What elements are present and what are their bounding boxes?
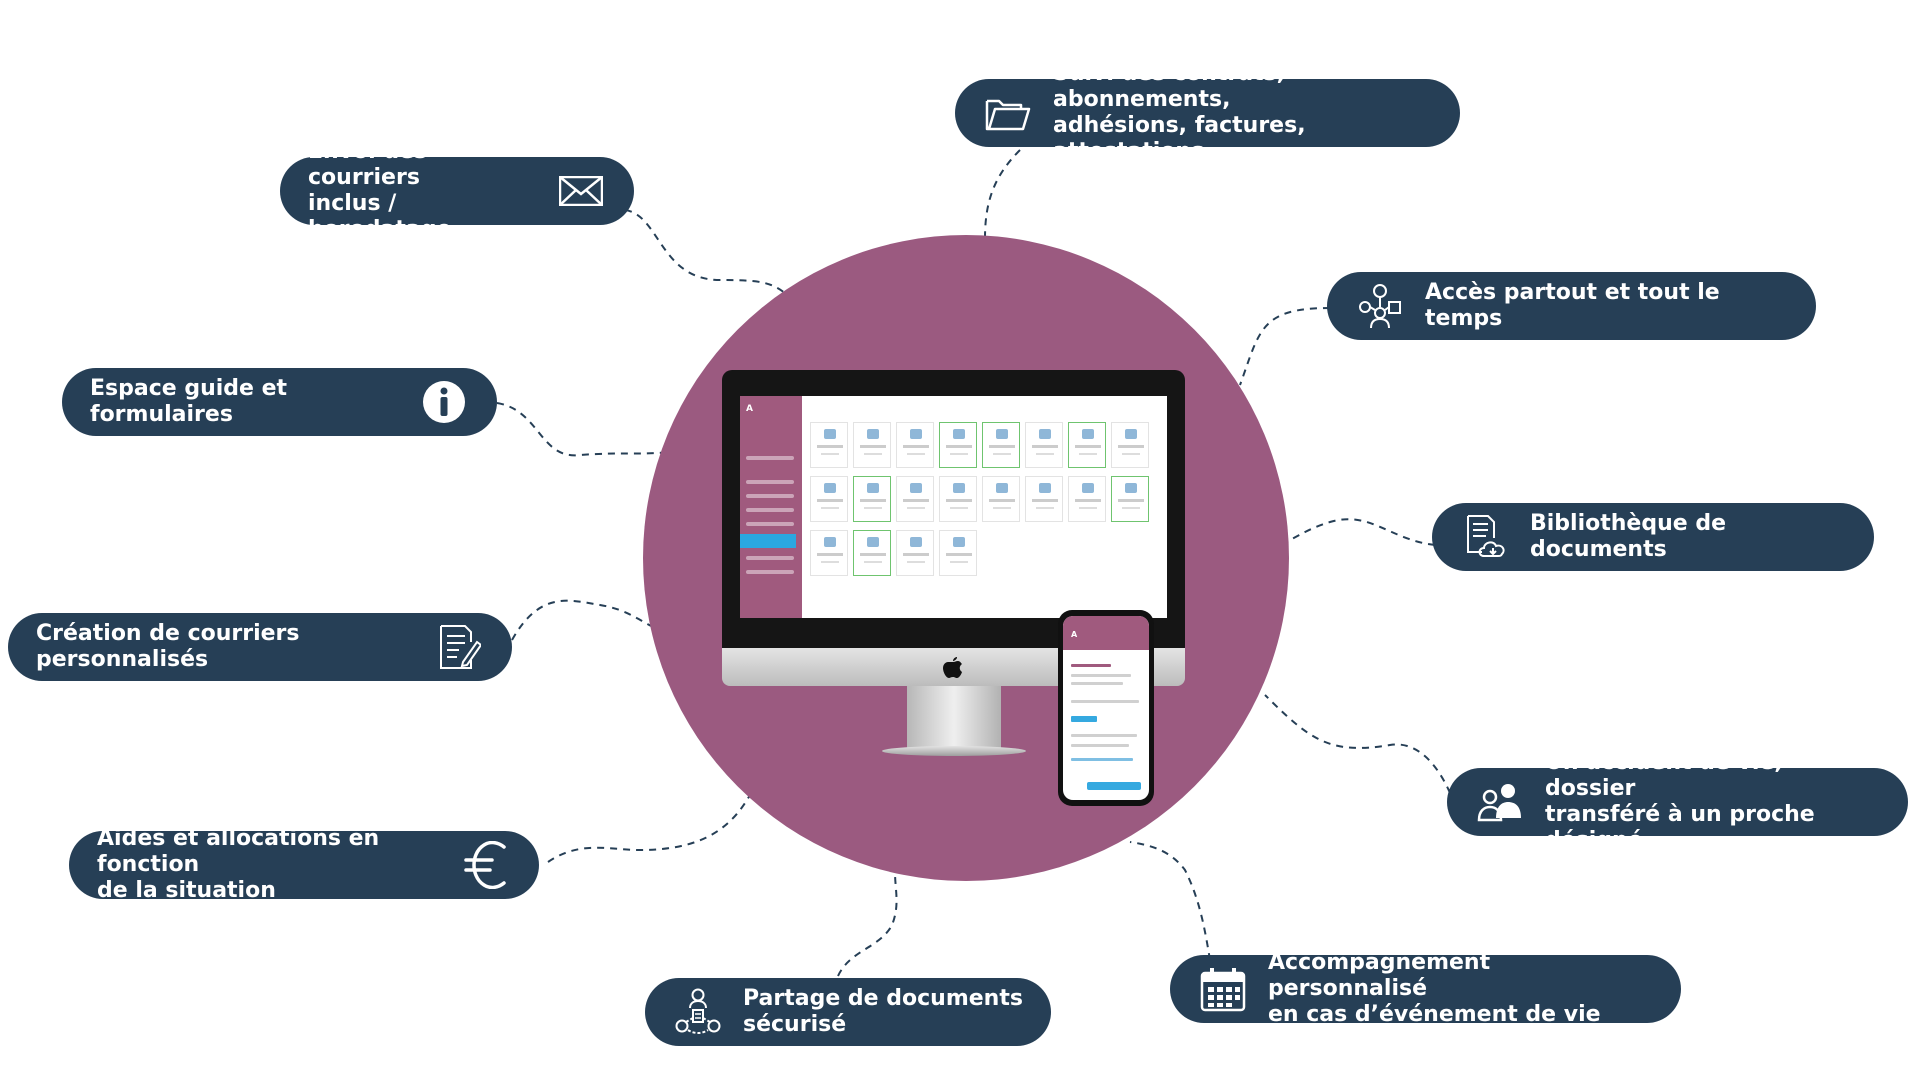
sidebar-item bbox=[746, 508, 794, 512]
sidebar-item bbox=[746, 456, 794, 460]
connector-creation bbox=[511, 599, 661, 641]
euro-icon bbox=[461, 840, 511, 890]
imac-foot bbox=[882, 746, 1026, 756]
category-tile bbox=[896, 422, 934, 468]
feature-accident: Un accident de vie, dossier transféré à … bbox=[1447, 750, 1908, 853]
phone-line bbox=[1071, 682, 1123, 685]
category-tile bbox=[982, 476, 1020, 522]
category-tile bbox=[1111, 422, 1149, 468]
phone-screen: A bbox=[1063, 616, 1149, 800]
connector-bibliotheque bbox=[1289, 518, 1436, 546]
imac-mockup: A bbox=[722, 370, 1185, 756]
connector-accident bbox=[1264, 694, 1451, 794]
feature-envoi: Envoi des courriers inclus / horodatage bbox=[280, 139, 634, 242]
info-icon bbox=[419, 377, 469, 427]
imac-screen: A bbox=[740, 396, 1167, 618]
calendar-icon bbox=[1198, 964, 1248, 1014]
feature-accompagnement: Accompagnement personnalisé en cas d’évé… bbox=[1170, 950, 1681, 1027]
category-tile bbox=[1025, 476, 1063, 522]
sidebar-item bbox=[746, 556, 794, 560]
feature-suivi: Suivi des contrats, abonnements, adhésio… bbox=[955, 61, 1460, 164]
category-tile bbox=[896, 530, 934, 576]
category-tile bbox=[853, 422, 891, 468]
feature-label: Aides et allocations en fonction de la s… bbox=[97, 826, 380, 903]
feature-label: Espace guide et formulaires bbox=[90, 376, 288, 427]
category-tile bbox=[1025, 422, 1063, 468]
feature-aides: Aides et allocations en fonction de la s… bbox=[69, 826, 539, 903]
feature-bibliotheque: Bibliothèque de documents bbox=[1432, 503, 1874, 571]
phone-line bbox=[1071, 758, 1133, 761]
category-tile bbox=[810, 422, 848, 468]
phone-logo: A bbox=[1071, 630, 1078, 639]
apple-logo-icon bbox=[943, 657, 962, 678]
feature-label: Accès partout et tout le temps bbox=[1425, 280, 1720, 331]
sidebar-item bbox=[746, 480, 794, 484]
people-icon bbox=[1475, 777, 1525, 827]
phone-button bbox=[1087, 782, 1141, 790]
phone-line bbox=[1071, 674, 1131, 677]
category-tile bbox=[982, 422, 1020, 468]
category-tile bbox=[896, 476, 934, 522]
feature-label: Suivi des contrats, abonnements, adhésio… bbox=[1053, 61, 1306, 164]
feature-acces: Accès partout et tout le temps bbox=[1327, 272, 1816, 340]
category-tile bbox=[1068, 422, 1106, 468]
category-tile bbox=[1068, 476, 1106, 522]
category-tile bbox=[810, 476, 848, 522]
network-icon bbox=[1355, 281, 1405, 331]
phone-mockup: A bbox=[1058, 610, 1154, 806]
phone-line bbox=[1071, 734, 1137, 737]
imac-bezel: A bbox=[722, 370, 1185, 648]
connector-partage bbox=[837, 871, 898, 977]
feature-espace: Espace guide et formulaires bbox=[62, 368, 497, 436]
envelope-icon bbox=[556, 166, 606, 216]
connector-accompagnement bbox=[1129, 841, 1211, 961]
feature-label: Bibliothèque de documents bbox=[1530, 511, 1727, 562]
connector-acces bbox=[1239, 307, 1331, 386]
imac-stand bbox=[907, 686, 1001, 750]
connector-envoi bbox=[624, 209, 786, 294]
app-logo: A bbox=[746, 404, 753, 414]
feature-label: Un accident de vie, dossier transféré à … bbox=[1545, 750, 1815, 853]
phone-line bbox=[1071, 716, 1097, 722]
feature-label: Création de courriers personnalisés bbox=[36, 621, 300, 672]
sidebar-item bbox=[746, 522, 794, 526]
category-tile bbox=[1111, 476, 1149, 522]
document-edit-icon bbox=[434, 622, 484, 672]
category-tile bbox=[939, 530, 977, 576]
feature-label: Envoi des courriers inclus / horodatage bbox=[308, 139, 452, 242]
feature-partage: Partage de documents sécurisé bbox=[645, 978, 1051, 1046]
sidebar-item bbox=[746, 570, 794, 574]
connector-espace bbox=[496, 402, 671, 457]
category-tile bbox=[939, 476, 977, 522]
phone-line bbox=[1071, 700, 1139, 703]
feature-label: Accompagnement personnalisé en cas d’évé… bbox=[1268, 950, 1601, 1027]
category-tile bbox=[853, 530, 891, 576]
share-network-icon bbox=[673, 987, 723, 1037]
sidebar-item-active bbox=[740, 534, 796, 548]
connector-aides bbox=[547, 794, 751, 863]
sidebar-item bbox=[746, 494, 794, 498]
category-tile bbox=[810, 530, 848, 576]
phone-line bbox=[1071, 744, 1129, 747]
category-tile bbox=[939, 422, 977, 468]
feature-label: Partage de documents sécurisé bbox=[743, 986, 1023, 1037]
connector-suivi bbox=[984, 149, 1021, 239]
folder-icon bbox=[983, 88, 1033, 138]
app-sidebar: A bbox=[740, 396, 802, 618]
phone-header: A bbox=[1063, 616, 1149, 650]
feature-creation: Création de courriers personnalisés bbox=[8, 613, 512, 681]
category-tile bbox=[853, 476, 891, 522]
phone-line bbox=[1071, 664, 1111, 667]
document-cloud-icon bbox=[1460, 512, 1510, 562]
